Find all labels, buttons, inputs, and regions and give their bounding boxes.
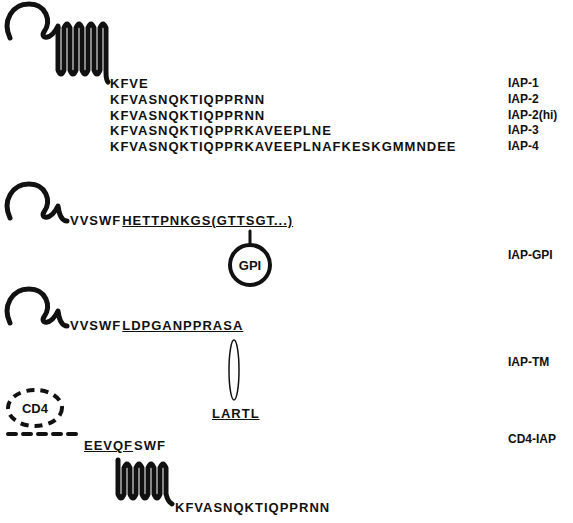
extracellular-loop (7, 4, 58, 38)
isoform-name: IAP-TM (508, 355, 549, 370)
cd4-dashed-link (8, 432, 82, 436)
gpi-anchor-stem (249, 231, 252, 243)
circle-outline (230, 245, 270, 285)
isoform-name: IAP-1 (508, 76, 539, 91)
sequence-text: VVSWF (70, 213, 121, 228)
isoform-name: IAP-4 (508, 139, 539, 154)
sequence-text: SWF (134, 438, 166, 453)
sequence-text: EEVQF (84, 438, 133, 453)
sequence-text: KFVASNQKTIQPPRKAVEEPLNAFKESKGMMNDEE (110, 139, 457, 154)
transmembrane-helices (118, 460, 172, 504)
transmembrane-helices (58, 24, 108, 82)
sequence-text: KFVASNQKTIQPPRKAVEEPLNE (110, 123, 332, 138)
sequence-text: LARTL (212, 406, 260, 421)
sequence-text: KFVE (110, 76, 149, 91)
isoform-name: IAP-GPI (508, 248, 553, 263)
extracellular-loop (7, 184, 67, 221)
extracellular-loop (7, 289, 67, 326)
dashed-outline (8, 390, 62, 426)
gpi-anchor-circle: GPI (228, 243, 272, 287)
node-label: CD4 (22, 401, 48, 416)
sequence-text: KFVASNQKTIQPPRNN (175, 500, 330, 515)
isoform-name: IAP-2 (508, 92, 539, 107)
sequence-text: VVSWF (70, 318, 121, 333)
sequence-text: KFVASNQKTIQPPRNN (110, 92, 265, 107)
isoform-name: IAP-2(hi) (508, 108, 557, 123)
node-label: GPI (239, 258, 261, 273)
sequence-text: KFVASNQKTIQPPRNN (110, 108, 265, 123)
sequence-text: HETTPNKGS(GTTSGT...) (122, 213, 293, 228)
membrane-segment (229, 340, 239, 400)
isoform-name: IAP-3 (508, 123, 539, 138)
sequence-text: LDPGANPPRASA (122, 318, 243, 333)
isoform-name: CD4-IAP (508, 432, 556, 447)
cd4-domain: CD4 (6, 388, 64, 428)
